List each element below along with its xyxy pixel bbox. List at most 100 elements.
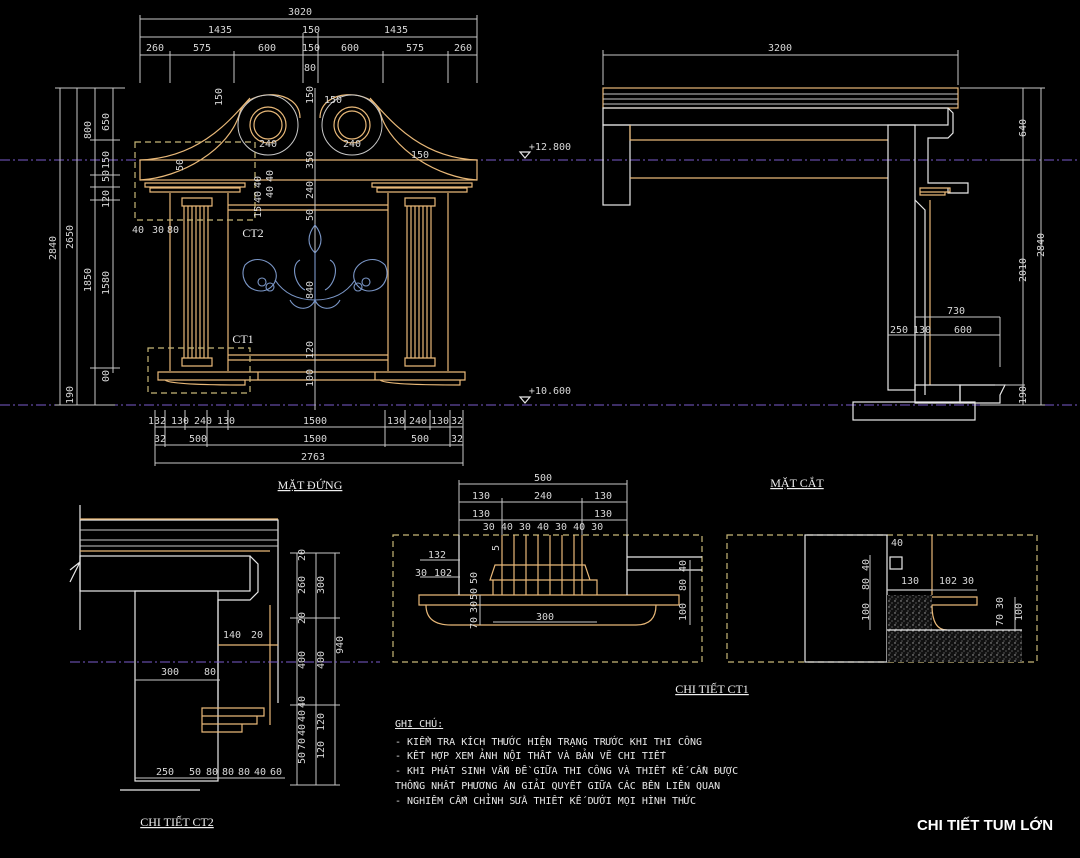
dimension-label: 80 — [204, 667, 216, 678]
dimension-label: 500 — [534, 473, 552, 484]
dimension-label: 240 — [259, 139, 277, 150]
dimension-label: 70 — [297, 738, 308, 750]
dimension-label: 102 — [434, 568, 452, 579]
dimension-label: 130 — [217, 416, 235, 427]
callout-ct2: CT2 — [242, 226, 263, 240]
dimension-label: 40 — [891, 538, 903, 549]
dimension-label: 5 — [491, 545, 502, 551]
dimension-label: 650 — [101, 113, 112, 131]
dimension-label: 102 — [939, 576, 957, 587]
dimension-label: 60 — [270, 767, 282, 778]
sheet-title: CHI TIẾT TUM LỚN — [917, 816, 1053, 834]
dimension-label: 1580 — [101, 271, 112, 295]
dimension-label: 80 — [167, 225, 179, 236]
dimension-label: 30 — [962, 576, 974, 587]
dimension-label: 120 — [316, 713, 327, 731]
note-line: - NGHIÊM CẤM CHỈNH SỬA THIẾT KẾ DƯỚI MỌI… — [395, 793, 696, 807]
dimension-label: 575 — [406, 43, 424, 54]
dimension-label: 30 — [995, 597, 1006, 609]
dimension-label: 130 — [594, 509, 612, 520]
note-line: - KHI PHÁT SINH VẤN ĐỀ GIỮA THI CÔNG VÀ … — [395, 764, 738, 777]
dimension-label: 400 — [316, 651, 327, 669]
dimension-label: 40 — [254, 767, 266, 778]
dimension-label: 250 — [156, 767, 174, 778]
dimension-label: 130 — [431, 416, 449, 427]
dimension-label: 150 — [101, 151, 112, 169]
dimension-label: 40 — [678, 560, 689, 572]
dimension-label: 40 — [297, 724, 308, 736]
dimension-label: 190 — [65, 386, 76, 404]
note-line: - KIỂM TRA KÍCH THƯỚC HIỆN TRẠNG TRƯỚC K… — [395, 735, 702, 748]
dimension-label: 50 — [297, 752, 308, 764]
dimension-label: 30 — [469, 601, 480, 613]
dimension-label: 940 — [335, 636, 346, 654]
dimension-label: 130 — [901, 576, 919, 587]
notes-heading: GHI CHÚ: — [395, 717, 443, 730]
dimension-label: 132 — [148, 416, 166, 427]
dimension-label: 730 — [947, 306, 965, 317]
dimension-label: 30 40 30 40 30 40 30 — [483, 522, 603, 533]
dimension-label: 240 — [194, 416, 212, 427]
note-line: - KẾT HỢP XEM ẢNH NỘI THẤT VÀ BẢN VẼ CHI… — [395, 748, 666, 762]
dimension-label: 120 — [101, 190, 112, 208]
dimension-label: 120 — [305, 341, 316, 359]
dimension-label: 140 — [223, 630, 241, 641]
dimension-label: 40 — [132, 225, 144, 236]
dimension-label: 260 — [454, 43, 472, 54]
dimension-label: 840 — [305, 281, 316, 299]
dimension-label: 600 — [341, 43, 359, 54]
dimension-label: 100 — [861, 603, 872, 621]
dimension-label: 500 — [411, 434, 429, 445]
dimension-label: 50 — [175, 159, 186, 171]
dimension-label: 80 — [678, 579, 689, 591]
dimension-label: 150 — [305, 86, 316, 104]
dimension-label: 130 — [594, 491, 612, 502]
dimension-label: 70 — [469, 617, 480, 629]
dimension-label: 32 — [451, 434, 463, 445]
dimension-label: 350 — [305, 151, 316, 169]
dimension-label: 600 — [258, 43, 276, 54]
dimension-label: 1500 — [303, 416, 327, 427]
ornament-carving — [242, 224, 388, 309]
section-title: MẶT CẮT — [770, 475, 824, 490]
section-drawing — [602, 50, 1045, 421]
dimension-label: 240 — [343, 139, 361, 150]
dimension-label: 150 — [411, 150, 429, 161]
dimension-label: 2650 — [65, 225, 76, 249]
ct1-title: CHI TIẾT CT1 — [675, 681, 749, 696]
dimension-label: 80 — [238, 767, 250, 778]
dimension-label: 300 — [536, 612, 554, 623]
dimension-label: 120 — [316, 741, 327, 759]
dimension-label: 50 — [469, 572, 480, 584]
dimension-label: 20 — [251, 630, 263, 641]
dimension-label: 250 — [890, 325, 908, 336]
dimension-label: 2840 — [48, 236, 59, 260]
ct1-detail — [392, 480, 703, 663]
dimension-label: 800 — [83, 121, 94, 139]
dimension-label: 2010 — [1018, 258, 1029, 282]
dimension-label: 100 — [305, 369, 316, 387]
dimension-label: 50 — [101, 170, 112, 182]
dimension-label: 300 — [316, 576, 327, 594]
dimension-label: 00 — [101, 370, 112, 382]
dimension-label: 40 — [265, 170, 276, 182]
dimension-label: 15 — [253, 206, 264, 218]
dimension-label: 240 — [534, 491, 552, 502]
dimension-label: 1435 — [208, 25, 232, 36]
ct2-detail — [69, 505, 380, 791]
dimension-label: 400 — [297, 651, 308, 669]
elevation-title: MẶT ĐỨNG — [278, 478, 343, 492]
dimension-label: 80 — [304, 63, 316, 74]
dimension-label: 40 — [861, 559, 872, 571]
level-marker-top: +12.800 — [529, 142, 571, 153]
dimension-label: 100 — [678, 603, 689, 621]
dimension-label: 130 — [171, 416, 189, 427]
dimension-label: 240 — [409, 416, 427, 427]
dimension-label: 130 — [387, 416, 405, 427]
ct1-section-detail — [726, 534, 1038, 663]
dimension-label: 3020 — [288, 7, 312, 18]
dimension-label: 150 — [324, 95, 342, 106]
dimension-label: 50 — [469, 588, 480, 600]
